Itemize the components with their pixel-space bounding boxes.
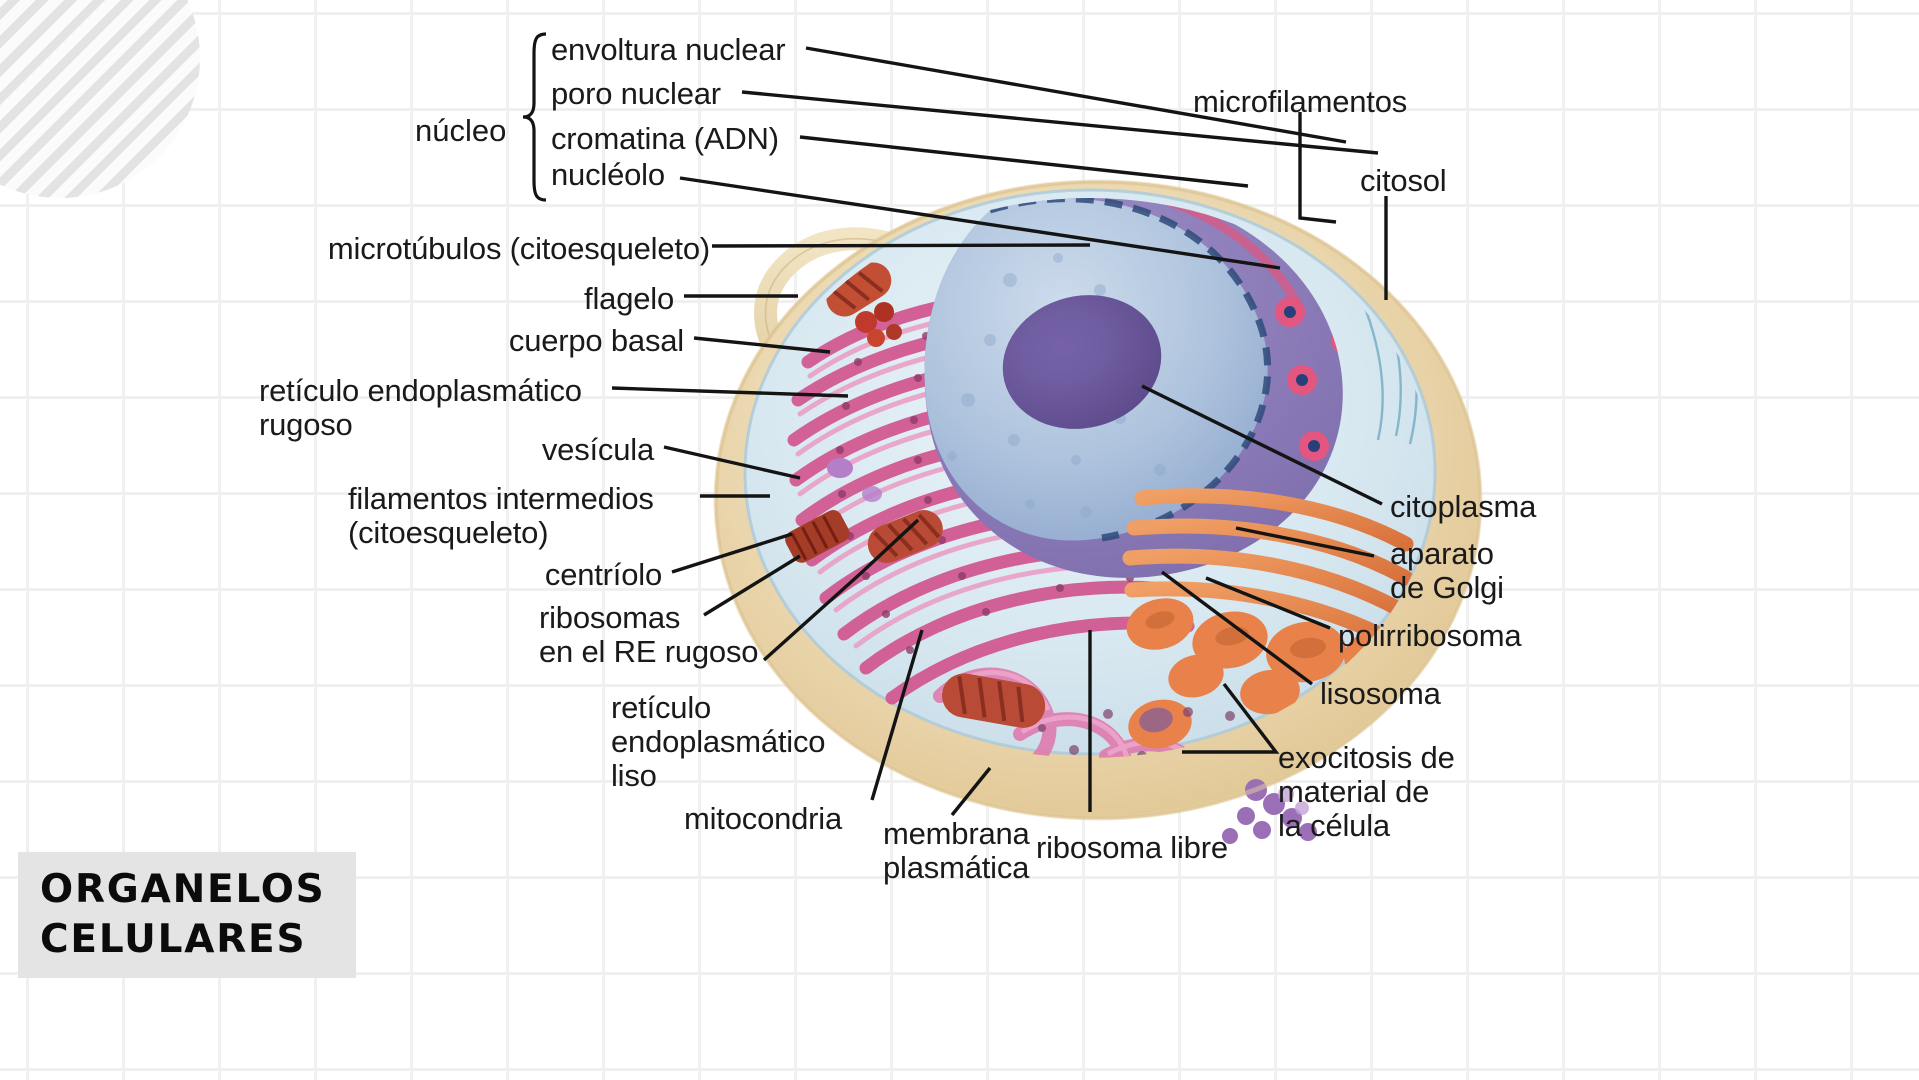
label-reticulo-endoplasmatico-rugoso-line2: rugoso	[259, 407, 353, 442]
label-nucleolo: nucléolo	[551, 157, 665, 192]
nucleo-group-label: núcleo	[415, 113, 507, 148]
label-envoltura-nuclear: envoltura nuclear	[551, 32, 786, 67]
label-ribosomas-line1: ribosomas	[539, 600, 681, 635]
label-reticulo-endoplasmatico-liso-line3: liso	[611, 758, 657, 793]
label-exocitosis-line2: material de	[1278, 774, 1430, 809]
label-reticulo-endoplasmatico-liso-line2: endoplasmático	[611, 724, 826, 759]
label-poro-nuclear: poro nuclear	[551, 76, 721, 111]
label-aparato-de-golgi-line2: de Golgi	[1390, 570, 1504, 605]
label-flagelo: flagelo	[584, 281, 674, 316]
vesicle-shapes	[827, 458, 882, 502]
label-membrana-plasmatica-line1: membrana	[883, 816, 1030, 851]
label-vesicula: vesícula	[541, 432, 654, 467]
label-exocitosis-line1: exocitosis de	[1278, 740, 1455, 775]
label-citoplasma: citoplasma	[1390, 489, 1537, 524]
label-microtubulos: microtúbulos (citoesqueleto)	[327, 231, 710, 266]
label-ribosomas-line2: en el RE rugoso	[539, 634, 759, 669]
label-lisosoma: lisosoma	[1320, 676, 1441, 711]
label-exocitosis-line3: la célula	[1278, 808, 1390, 843]
lysosome-shape	[1128, 699, 1192, 749]
label-aparato-de-golgi-line1: aparato	[1390, 536, 1494, 571]
title-plate: ORGANELOS CELULARES	[18, 852, 356, 978]
basal-body-shape	[855, 302, 902, 347]
exocytosis-shape	[1222, 779, 1317, 844]
label-membrana-plasmatica-line2: plasmática	[883, 850, 1030, 885]
label-citosol: citosol	[1360, 163, 1447, 198]
label-cuerpo-basal: cuerpo basal	[508, 323, 684, 358]
label-microfilamentos: microfilamentos	[1193, 84, 1408, 119]
curly-brace-icon	[520, 31, 550, 203]
label-ribosoma-libre: ribosoma libre	[1036, 830, 1228, 865]
label-reticulo-endoplasmatico-rugoso-line1: retículo endoplasmático	[259, 373, 582, 408]
label-mitocondria: mitocondria	[684, 801, 843, 836]
page-title-line1: ORGANELOS	[40, 867, 326, 913]
label-filamentos-intermedios-line2: (citoesqueleto)	[348, 515, 549, 550]
page-title-line2: CELULARES	[40, 917, 307, 962]
label-polirribosoma: polirribosoma	[1338, 618, 1522, 653]
label-filamentos-intermedios-line1: filamentos intermedios	[348, 481, 654, 516]
label-cromatina-adn: cromatina (ADN)	[551, 121, 779, 156]
label-centriolo: centríolo	[544, 557, 662, 592]
label-reticulo-endoplasmatico-liso-line1: retículo	[611, 690, 712, 725]
